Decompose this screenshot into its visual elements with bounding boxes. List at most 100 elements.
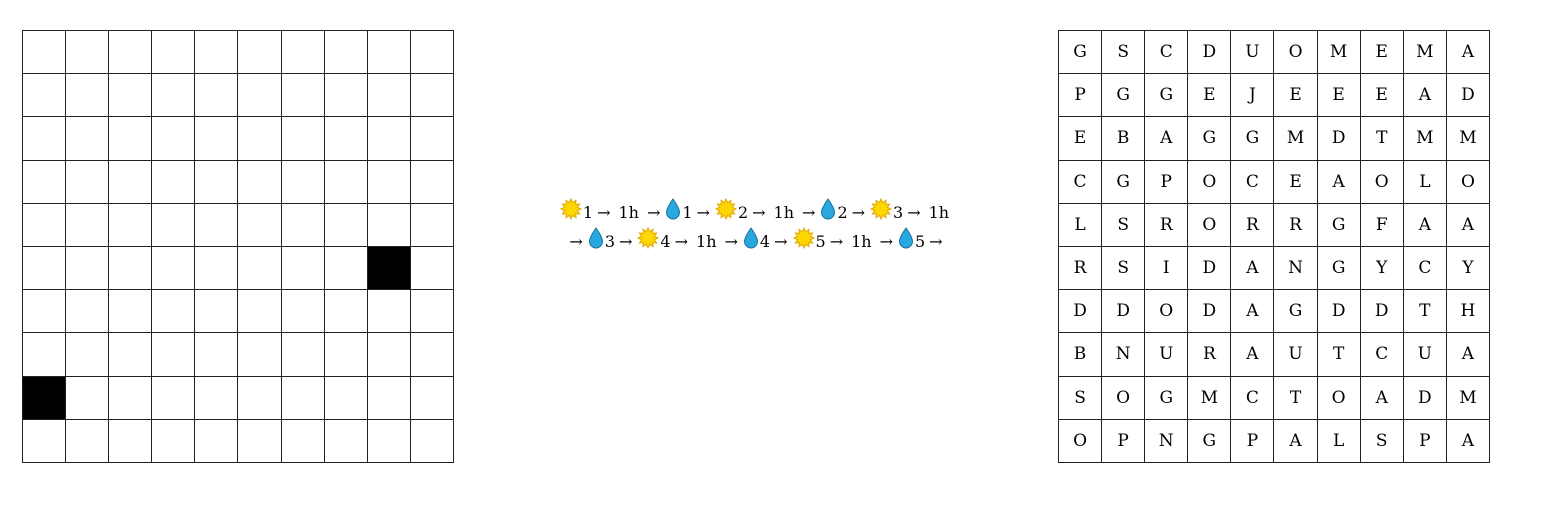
grid-cell [195,117,239,161]
letter-cell: R [1274,203,1318,247]
grid-cell [109,31,153,75]
grid-cell [324,376,368,420]
letter-cell: N [1102,333,1146,377]
letter-cell: G [1317,203,1361,247]
grid-cell [66,247,110,291]
letter-cell: B [1102,117,1146,161]
arrow: → [569,231,583,251]
grid-cell [152,203,196,247]
grid-cell [367,419,411,463]
arrow: → [879,231,893,251]
letter-cell: M [1188,376,1232,420]
grid-cell [23,117,67,161]
letter-cell: O [1274,31,1318,75]
grid-cell [324,31,368,75]
grid-cell [109,290,153,334]
letter-cell: P [1231,419,1275,463]
grid-cell [281,203,325,247]
step-number: 2 [737,202,749,222]
filled-cell [367,247,411,291]
letter-cell: P [1403,419,1447,463]
grid-cell [66,419,110,463]
letter-cell: D [1403,376,1447,420]
water-step: 4 [742,227,770,256]
grid-cell [66,31,110,75]
grid-cell [195,419,239,463]
grid-cell [324,419,368,463]
step-number: 3 [604,231,616,251]
step-number: 3 [893,202,904,222]
letter-cell: U [1145,333,1189,377]
grid-cell [238,160,282,204]
letter-cell: M [1446,117,1490,161]
letter-cell: M [1403,31,1447,75]
arrow: → [829,231,844,251]
letter-cell: A [1360,376,1404,420]
grid-cell [238,74,282,118]
letter-cell: S [1102,247,1146,291]
letter-cell: D [1317,290,1361,334]
letter-cell: O [1059,419,1103,463]
step-number: 4 [759,231,771,251]
water-step: 5 [897,227,925,256]
letter-cell: O [1145,290,1189,334]
step-number: 1 [582,202,594,222]
sun-icon [559,197,583,227]
letter-cell: G [1188,117,1232,161]
letter-cell: M [1446,376,1490,420]
letter-cell: T [1274,376,1318,420]
letter-cell: T [1360,117,1404,161]
letter-cell: S [1102,31,1146,75]
grid-cell [410,376,454,420]
sun-icon [792,226,815,256]
water-drop-icon [820,198,836,227]
grid-cell [410,74,454,118]
grid-cell [66,74,110,118]
grid-cell [109,333,153,377]
filled-cell [23,376,67,420]
letter-cell: P [1102,419,1146,463]
left-puzzle-grid [22,30,454,463]
grid-cell [195,31,239,75]
duration-label: 1h [928,202,950,222]
grid-cell [66,117,110,161]
grid-cell [23,247,67,291]
letter-cell: E [1317,74,1361,118]
letter-cell: Y [1446,247,1490,291]
grid-cell [109,160,153,204]
letter-cell: S [1059,376,1103,420]
arrow: → [674,231,689,251]
letter-cell: S [1102,203,1146,247]
letter-cell: O [1188,160,1232,204]
letter-cell: E [1360,74,1404,118]
arrow: → [929,231,943,251]
grid-cell [281,160,325,204]
letter-cell: M [1274,117,1318,161]
grid-cell [281,247,325,291]
grid-cell [367,290,411,334]
grid-cell [281,74,325,118]
letter-cell: D [1188,290,1232,334]
letter-cell: C [1231,376,1275,420]
letter-cell: C [1059,160,1103,204]
letter-cell: D [1102,290,1146,334]
letter-cell: C [1403,247,1447,291]
letter-cell: I [1145,247,1189,291]
letter-cell: G [1274,290,1318,334]
letter-cell: F [1360,203,1404,247]
grid-cell [367,160,411,204]
grid-cell [367,31,411,75]
letter-cell: A [1231,247,1275,291]
letter-cell: G [1317,247,1361,291]
duration-label: 1h [773,202,795,222]
letter-cell: N [1145,419,1189,463]
grid-cell [23,31,67,75]
duration-label: 1h [851,231,872,251]
grid-cell [195,74,239,118]
letter-cell: M [1317,31,1361,75]
letter-cell: D [1059,290,1103,334]
arrow: → [907,202,921,222]
arrow: → [752,202,766,222]
grid-cell [410,333,454,377]
letter-cell: H [1446,290,1490,334]
